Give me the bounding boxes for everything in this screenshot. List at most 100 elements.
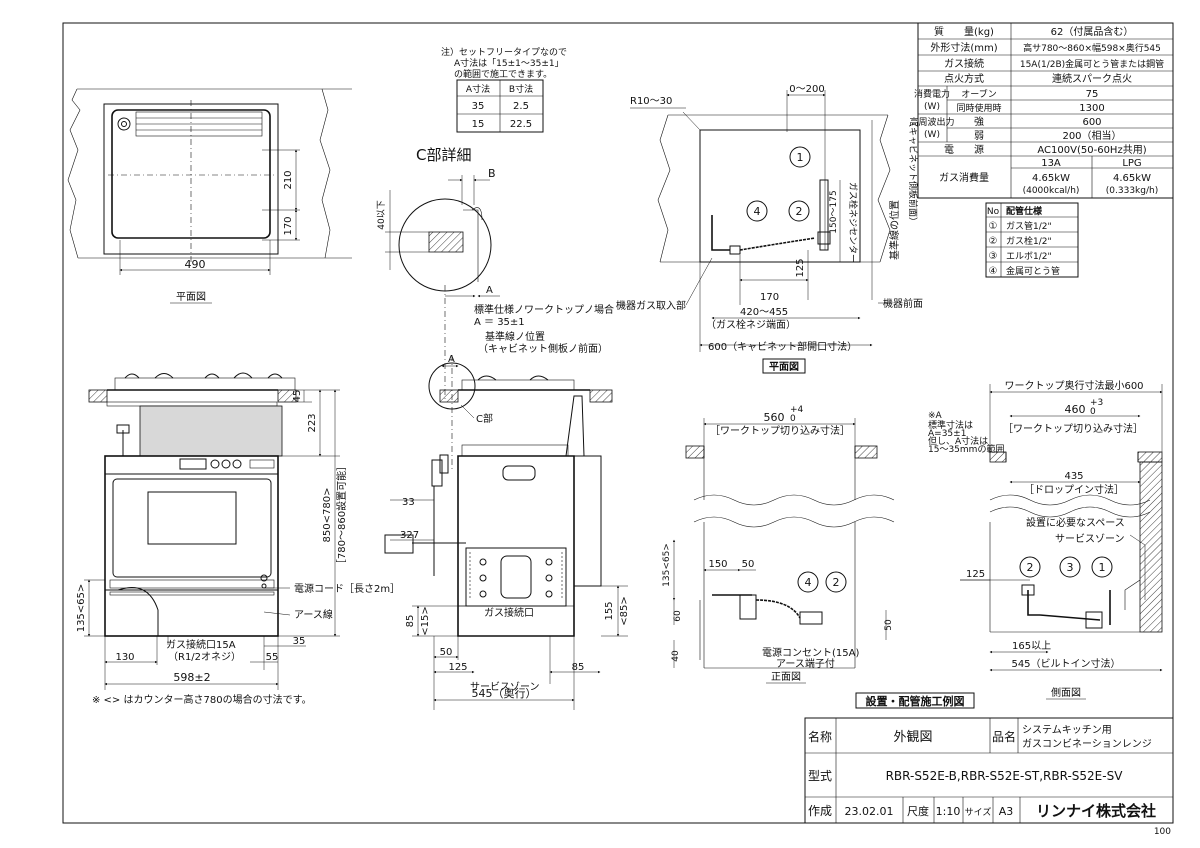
piping-header-label: 配管仕様 [1006, 205, 1043, 217]
install-side-view: ワークトップ奥行寸法最小600 ※A 標準寸法は A=35±1 但し、A寸法は … [928, 379, 1163, 700]
dim-33: 33 [402, 497, 415, 508]
dim-60-front: 60 [673, 610, 683, 622]
title-name-value: 外観図 [893, 730, 932, 745]
spec-power-simul-value: 1300 [1079, 103, 1104, 114]
dim-85c-side: 85 [572, 662, 585, 673]
dim-210: 210 [283, 170, 294, 189]
dim-165: 165以上 [1012, 640, 1051, 652]
gas-thread-end-label: （ガス栓ネジ端面） [706, 318, 796, 331]
dim-45: 45 [292, 390, 303, 403]
dim-560: 560 [764, 411, 785, 424]
front-elevation: 45 223 850<780> ［780～860設置可能］ 135<65> 電源… [76, 372, 400, 706]
spec-power-oven-value: 75 [1086, 89, 1099, 100]
piping-no-1: ① [989, 221, 998, 232]
piping-table: No 配管仕様 ① ガス管1/2" ② ガス栓1/2" ③ エルボ1/2" ④ … [985, 202, 1079, 278]
dim-850: 850<780> [322, 488, 333, 543]
title-name-label: 名称 [808, 729, 832, 744]
ab-row2-a: 15 [472, 119, 485, 130]
ref-line-note: 基準線ノ位置 [485, 330, 545, 343]
callout-2-side: 2 [1027, 561, 1034, 574]
callout-1-side: 1 [1099, 561, 1106, 574]
ab-note-line-1: 注）セットフリータイプなので [441, 46, 567, 58]
callout-1-plan: 1 [797, 151, 804, 164]
title-model-value: RBR-S52E-B,RBR-S52E-ST,RBR-S52E-SV [886, 769, 1124, 783]
ab-header-a: A寸法 [466, 83, 490, 95]
spec-label-mass: 質 量(kg) [934, 25, 994, 38]
spec-value-gas: 15A(1/2B)金属可とう管または鋼管 [1020, 58, 1164, 70]
dim-a-side: A [448, 354, 455, 365]
worktop-min-label: ワークトップ奥行寸法最小600 [1004, 379, 1143, 392]
gas-connection-label: ガス接続口 [484, 606, 534, 619]
spec-value-size: 高サ780～860×幅598×奥行545 [1023, 42, 1161, 54]
title-size-value: A3 [999, 805, 1014, 818]
spec-label-gas: ガス接続 [944, 57, 984, 70]
dim-125-side: 125 [448, 662, 467, 673]
dim-40-or-less: 40以下 [377, 200, 387, 229]
need-space-label: 設置に必要なスペース [1026, 516, 1125, 529]
spec-power-simul-label: 同時使用時 [956, 102, 1001, 114]
spec-gas-lpg-kw: 4.65kW [1113, 173, 1151, 184]
outlet-label: 電源コンセント(15A) [762, 646, 859, 659]
dim-170-plan: 170 [760, 292, 779, 303]
view-label-side: 側面図 [1051, 686, 1081, 699]
piping-header-no: No [987, 207, 1000, 217]
title-scale-value: 1:10 [936, 805, 961, 818]
power-cord-label: 電源コード［長さ2m］ [294, 582, 400, 595]
ab-note-table: 注）セットフリータイプなので A寸法は「15±1～35±1」 の範囲で施工できま… [441, 46, 567, 133]
dim-50-side: 50 [440, 647, 453, 658]
spec-gas-col-lpg: LPG [1122, 158, 1141, 169]
page-number: 100 [1154, 827, 1171, 837]
star-a-note-1: 標準寸法は [928, 419, 973, 431]
worktop-cut-label: ［ワークトップ切り込み寸法］ [710, 424, 850, 437]
dim-125-side-view: 125 [966, 569, 985, 580]
dim-35-front: 35 [293, 636, 306, 647]
view-label-front: 正面図 [771, 671, 801, 683]
spec-hf-weak-label: 弱 [974, 130, 984, 142]
plan-view: R10～30 0～200 4 2 1 ガス栓ネジセンター 150～175 125… [616, 84, 923, 374]
plan-view-small: 490 210 170 平面図 [67, 88, 352, 304]
dim-490: 490 [185, 258, 206, 271]
gas-center-label: ガス栓ネジセンター [847, 182, 859, 263]
title-size-label: サイズ [965, 806, 992, 818]
spec-gas-13a-kcal: (4000kcal/h) [1023, 186, 1080, 196]
piping-label-2: ガス栓1/2" [1006, 235, 1052, 247]
dim-560-sub: 0 [790, 414, 796, 424]
dim-150-front: 150 [708, 559, 727, 570]
spec-gas-col-13a: 13A [1041, 158, 1061, 169]
ab-header-b: B寸法 [509, 83, 533, 95]
dim-85-side: 85 [405, 615, 416, 628]
title-scale-label: 尺度 [907, 804, 929, 818]
sheet-border [62, 22, 1174, 824]
spec-hf-label-1: 高周波出力 [909, 116, 954, 128]
ref-pos-label: 基準線の位置 [888, 200, 901, 260]
title-block: 名称 外観図 品名 システムキッチン用 ガスコンビネーションレンジ 型式 RBR… [804, 717, 1174, 824]
earth-terminal-label: アース端子付 [776, 657, 835, 670]
std-worktop-note: 標準仕様ノワークトップノ場合 [474, 303, 614, 316]
spec-value-mass: 62（付属品含む） [1051, 25, 1134, 38]
callout-3-side: 3 [1067, 561, 1074, 574]
dim-545-depth: 545（奥行） [472, 686, 537, 700]
dim-420-455: 420～455 [740, 307, 788, 318]
dropin-label: ［ドロップイン寸法］ [1024, 483, 1124, 496]
worktop-cut-label-2: ［ワークトップ切り込み寸法］ [1003, 422, 1143, 435]
dim-170: 170 [283, 216, 294, 235]
c-part-label: C部 [476, 412, 493, 425]
spec-hf-weak-value: 200（相当） [1062, 129, 1121, 142]
service-zone-label: サービスゾーン [470, 681, 540, 693]
dim-435: 435 [1064, 471, 1083, 482]
radius-r10-30: R10～30 [630, 96, 672, 107]
spec-gas-consumption-label: ガス消費量 [939, 171, 989, 184]
spec-table: 質 量(kg) 62（付属品含む） 外形寸法(mm) 高サ780～860×幅59… [909, 22, 1174, 199]
spec-gas-13a-kw: 4.65kW [1032, 173, 1070, 184]
star-a-note-4: 15～35mmの範囲 [928, 443, 1004, 455]
piping-no-3: ③ [989, 251, 998, 262]
ref-pos-label-2: （キャビネット側板前面） [907, 118, 919, 226]
a-equals-note: A ＝ 35±1 [474, 317, 525, 328]
title-model-label: 型式 [808, 769, 832, 783]
callout-2-front: 2 [833, 576, 840, 589]
ab-note-line-2: A寸法は「15±1～35±1」 [454, 57, 564, 69]
piping-label-4: 金属可とう管 [1006, 265, 1060, 277]
dim-130: 130 [115, 652, 134, 663]
spec-hf-strong-label: 強 [974, 115, 984, 128]
